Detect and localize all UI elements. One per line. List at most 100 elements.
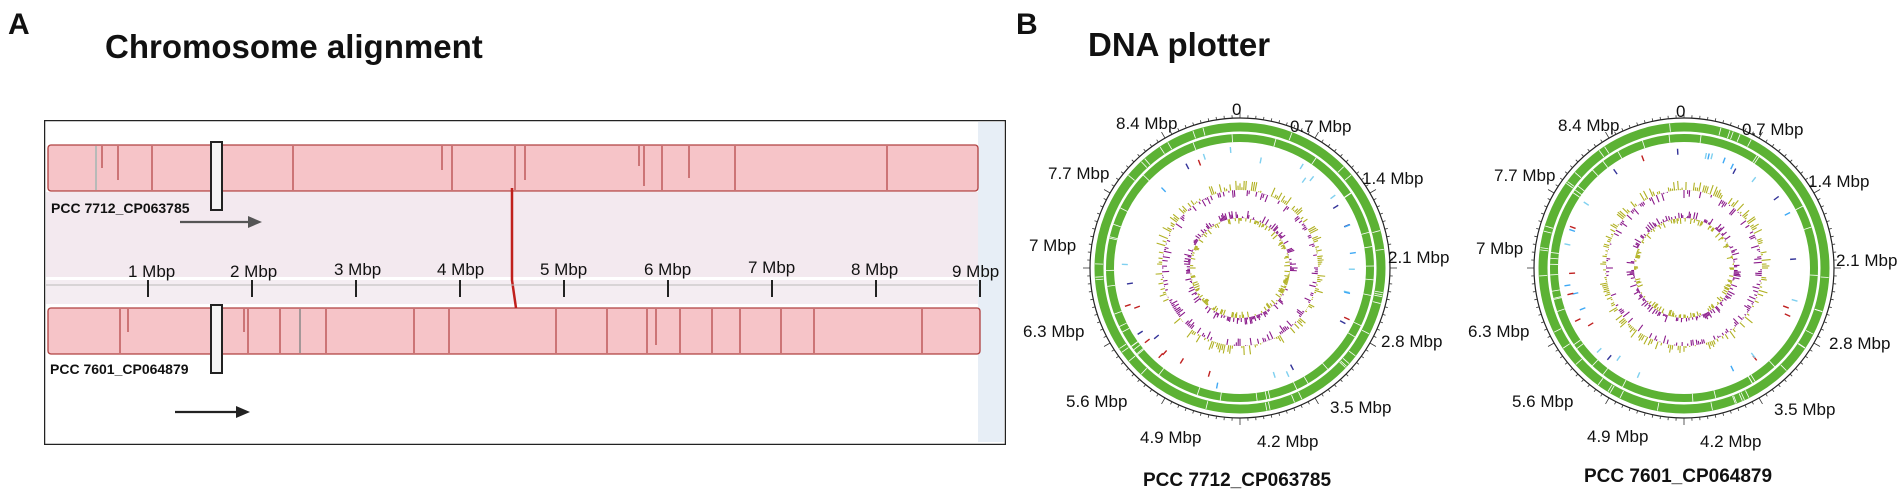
feature-gap bbox=[1805, 330, 1814, 335]
feature-gap bbox=[1192, 142, 1197, 151]
feature-gap bbox=[1372, 301, 1381, 304]
outer-ring bbox=[1089, 117, 1391, 419]
ring-tick bbox=[1651, 414, 1654, 418]
ring-tick bbox=[1587, 148, 1590, 152]
feature-mark bbox=[1710, 153, 1714, 160]
rearrangement-line bbox=[510, 188, 518, 309]
feature-mark bbox=[1202, 153, 1206, 160]
ring-tick bbox=[1541, 321, 1545, 324]
ring-tick bbox=[1270, 118, 1273, 122]
circular-plot-1 bbox=[1050, 78, 1430, 458]
ring-tick bbox=[1800, 171, 1804, 174]
feature-gap bbox=[1545, 225, 1553, 229]
feature-gap bbox=[1095, 278, 1104, 281]
feature-mark bbox=[1309, 175, 1315, 182]
feature-gap bbox=[1344, 192, 1352, 198]
feature-gap bbox=[1820, 276, 1829, 278]
ring-tick bbox=[1813, 342, 1821, 347]
circular-plot-2-svg bbox=[1527, 111, 1841, 425]
feature-gap bbox=[1143, 174, 1150, 181]
ring-tick bbox=[1092, 228, 1096, 230]
ring-tick bbox=[1600, 139, 1603, 143]
ring-tick bbox=[1758, 131, 1763, 139]
ring-tick bbox=[1593, 143, 1597, 147]
ring-tick bbox=[1314, 397, 1319, 405]
feature-mark bbox=[1144, 338, 1151, 344]
ring-tick bbox=[1386, 298, 1390, 301]
feature-gap bbox=[1699, 135, 1702, 144]
ring-tick bbox=[1593, 389, 1597, 393]
feature-gap bbox=[1745, 390, 1750, 398]
ring-tick bbox=[1307, 401, 1310, 405]
ring-tick bbox=[1207, 118, 1210, 122]
ring-tick bbox=[1278, 412, 1280, 416]
feature-gap bbox=[1572, 192, 1580, 198]
ring-tick bbox=[1376, 205, 1380, 208]
feature-gap bbox=[1120, 207, 1128, 212]
ring-tick bbox=[1149, 143, 1153, 147]
ring-tick bbox=[1097, 321, 1101, 324]
feature-gap bbox=[1374, 290, 1383, 294]
feature-gap bbox=[1814, 308, 1823, 313]
feature-gap bbox=[1293, 381, 1298, 390]
ring-tick bbox=[1090, 235, 1094, 238]
ring-tick bbox=[1564, 171, 1568, 174]
feature-mark bbox=[1782, 305, 1789, 309]
ring-tick bbox=[1351, 165, 1354, 168]
feature-mark bbox=[1259, 157, 1262, 164]
ring-tick bbox=[1278, 120, 1280, 124]
feature-gap bbox=[1718, 127, 1722, 136]
feature-gap bbox=[1553, 328, 1562, 333]
ring-tick bbox=[1382, 313, 1386, 316]
ring-tick bbox=[1356, 171, 1360, 174]
feature-gap bbox=[1339, 361, 1346, 368]
ring-tick bbox=[1714, 118, 1717, 122]
feature-gap bbox=[1710, 402, 1713, 411]
ring-tick bbox=[1538, 313, 1542, 316]
ring-tick bbox=[1605, 397, 1610, 405]
feature-gap bbox=[1264, 402, 1268, 411]
feature-gap bbox=[1267, 390, 1271, 399]
feature-mark bbox=[1344, 224, 1351, 228]
ring-tick bbox=[1192, 122, 1195, 126]
ring-tick bbox=[1120, 362, 1124, 365]
feature-gap bbox=[1553, 297, 1562, 300]
ring-tick bbox=[1207, 414, 1210, 418]
feature-gap bbox=[1617, 151, 1623, 159]
top-genome-breakpoints bbox=[101, 146, 888, 190]
feature-gap bbox=[1144, 158, 1151, 165]
feature-mark bbox=[1343, 316, 1350, 321]
ring-tick bbox=[1575, 373, 1579, 377]
feature-gap bbox=[1573, 339, 1581, 345]
ring-tick bbox=[1587, 384, 1590, 388]
feature-gap bbox=[1607, 384, 1613, 392]
plot2-label-7-7: 7.7 Mbp bbox=[1494, 166, 1556, 185]
tick-2mbp: 2 Mbp bbox=[230, 262, 278, 281]
plot2-label-3-5: 3.5 Mbp bbox=[1774, 400, 1836, 419]
ring-tick bbox=[1131, 159, 1135, 163]
gc-content-ring bbox=[1183, 210, 1298, 325]
ring-tick bbox=[1600, 393, 1603, 397]
ring-tick bbox=[1729, 122, 1732, 126]
ring-tick bbox=[1771, 143, 1775, 147]
feature-gap bbox=[1273, 138, 1277, 147]
ring-tick bbox=[1559, 355, 1563, 359]
feature-mark bbox=[1751, 176, 1757, 183]
feature-mark bbox=[1636, 372, 1641, 379]
ring-tick bbox=[1581, 154, 1584, 157]
plot1-label-8-4: 8.4 Mbp bbox=[1116, 114, 1178, 133]
feature-mark bbox=[1707, 153, 1710, 160]
feature-gap bbox=[1114, 311, 1122, 315]
feature-mark bbox=[1197, 159, 1202, 166]
feature-gap bbox=[1375, 248, 1384, 251]
ring-tick bbox=[1737, 407, 1740, 411]
ring-tick bbox=[1200, 412, 1202, 416]
ring-tick bbox=[1103, 198, 1107, 201]
feature-gap bbox=[1598, 150, 1605, 158]
feature-gap bbox=[1656, 402, 1660, 411]
feature-gap bbox=[1713, 390, 1717, 399]
feature-gap bbox=[1550, 252, 1559, 254]
feature-mark bbox=[1574, 318, 1581, 323]
ring-tick bbox=[1564, 362, 1568, 365]
ring-tick bbox=[1149, 389, 1153, 393]
